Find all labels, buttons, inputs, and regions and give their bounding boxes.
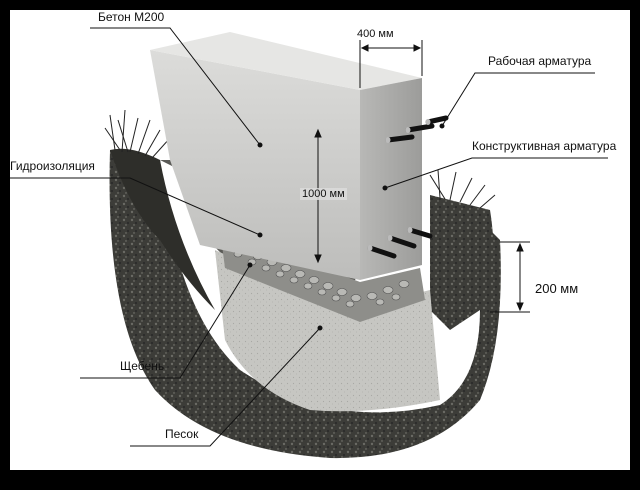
- waterproofing-label: Гидроизоляция: [10, 159, 95, 173]
- working-rebar-top: [385, 115, 449, 143]
- leader-working-rebar: [441, 72, 595, 127]
- leader-sand: [130, 327, 321, 447]
- leader-structural-rebar: [384, 157, 608, 189]
- depth-dimension-label: 200 мм: [535, 281, 579, 296]
- working-rebar-bottom: [367, 227, 433, 259]
- depth-dimension-line: [490, 241, 530, 313]
- leader-lines: [10, 27, 608, 447]
- sand-layer: [215, 250, 440, 412]
- leader-gravel: [80, 264, 251, 379]
- foundation-illustration: [10, 27, 608, 459]
- concrete-block-front: [150, 50, 360, 280]
- width-dimension-label: 400 мм: [357, 28, 394, 40]
- concrete-block-top: [150, 32, 422, 90]
- soil-wall-right: [430, 195, 494, 330]
- diagram-frame: Бетон М200 Рабочая арматура Конструктивн…: [10, 10, 630, 470]
- soil-trench: [109, 150, 501, 459]
- concrete-label: Бетон М200: [98, 10, 165, 24]
- leader-waterproofing: [10, 177, 261, 236]
- width-dimension-line: [359, 40, 423, 88]
- leader-concrete: [90, 27, 261, 146]
- soil-wall-left: [110, 148, 215, 310]
- structural-rebar-label: Конструктивная арматура: [472, 139, 617, 153]
- height-dimension-label: 1000 мм: [300, 188, 347, 200]
- gravel-label: Щебень: [120, 359, 165, 373]
- sand-label: Песок: [165, 427, 199, 441]
- grass-right: [429, 169, 496, 209]
- working-rebar-label: Рабочая арматура: [488, 54, 592, 68]
